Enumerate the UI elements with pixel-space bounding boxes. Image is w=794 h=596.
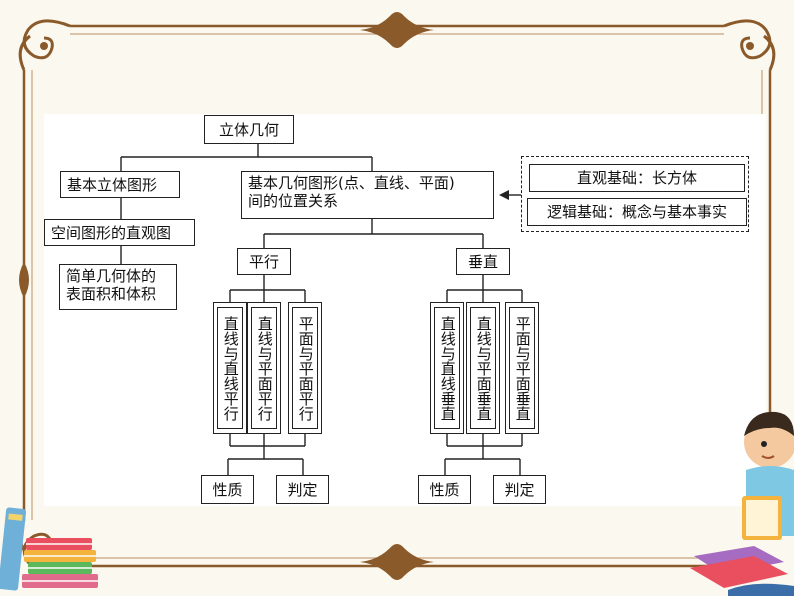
plane-plane-perpendicular-node: 平面与平面垂直 [505,302,539,434]
intuitive-foundation-node: 直观基础：长方体 [529,164,745,192]
root-node: 立体几何 [204,115,294,144]
perpendicular-property-node: 性质 [418,475,471,504]
intuitive-drawing-node: 空间图形的直观图 [44,219,195,246]
basic-solid-figures-node: 基本立体图形 [60,171,180,198]
boy-reading-icon [690,411,794,596]
parallel-node: 平行 [237,248,291,275]
plane-plane-parallel-text: 平面与平面平行 [292,307,318,429]
line-line-perpendicular-text: 直线与直线垂直 [434,307,460,429]
positional-relations-node: 基本几何图形(点、直线、平面) 间的位置关系 [241,171,494,219]
books-icon [0,507,98,591]
surface-area-volume-line1: 简单几何体的 [66,267,157,285]
line-plane-perpendicular-text: 直线与平面垂直 [470,307,496,429]
line-plane-parallel-text: 直线与平面平行 [251,307,277,429]
line-line-perpendicular-node: 直线与直线垂直 [430,302,464,434]
logical-foundation-node: 逻辑基础：概念与基本事实 [527,198,747,226]
perpendicular-node: 垂直 [456,248,510,275]
surface-area-volume-line2: 表面积和体积 [66,285,157,303]
perpendicular-criterion-node: 判定 [493,475,546,504]
line-line-parallel-node: 直线与直线平行 [213,302,247,434]
parallel-criterion-node: 判定 [276,475,329,504]
plane-plane-perpendicular-text: 平面与平面垂直 [509,307,535,429]
positional-relations-line2: 间的位置关系 [248,192,339,210]
surface-area-volume-node: 简单几何体的 表面积和体积 [59,264,177,310]
line-plane-perpendicular-node: 直线与平面垂直 [466,302,500,434]
positional-relations-line1: 基本几何图形(点、直线、平面) [248,174,455,192]
arrow-left-icon [499,190,509,200]
plane-plane-parallel-node: 平面与平面平行 [288,302,322,434]
parallel-property-node: 性质 [201,475,254,504]
line-plane-parallel-node: 直线与平面平行 [247,302,281,434]
line-line-parallel-text: 直线与直线平行 [217,307,243,429]
